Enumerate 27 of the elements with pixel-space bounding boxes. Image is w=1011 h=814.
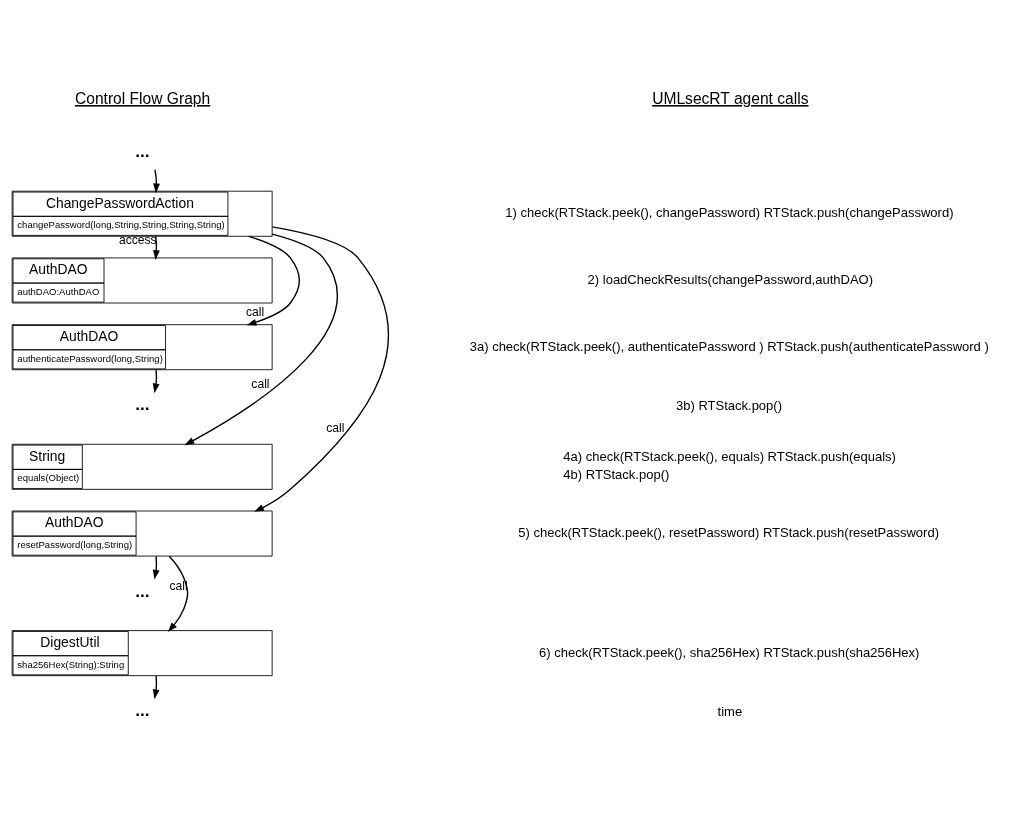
label: 4b) RTStack.pop() (563, 466, 670, 482)
edge-label: call (169, 579, 188, 594)
arrow (246, 235, 301, 326)
label: 3b) RTStack.pop() (676, 398, 782, 414)
node-text: ... (135, 394, 150, 415)
label: 5) check(RTStack.peek(), resetPassword) RTStack.push(resetPassword) (518, 525, 939, 540)
arrow (152, 369, 160, 394)
label: 2) loadCheckResults(changePassword,authDAO) (587, 271, 874, 287)
edge-label: call (246, 304, 265, 319)
node-text: ... (135, 580, 150, 601)
label: UMLsecRT agent calls (652, 90, 809, 108)
node-text: ... (135, 700, 150, 721)
label: 6) check(RTStack.peek(), sha256Hex) RTStack.push(sha256Hex) (539, 644, 920, 660)
label: 4a) check(RTStack.peek(), equals) RTStack.push(equals) (563, 448, 896, 464)
arrow (152, 675, 160, 700)
label: 1) check(RTStack.peek(), changePassword) RTStack.push(changePassword) (505, 205, 954, 221)
arrow (152, 555, 160, 580)
arrow (167, 555, 189, 632)
arrow (153, 169, 160, 194)
edge-label: call (251, 377, 270, 392)
arrow (254, 226, 390, 512)
label: time (717, 704, 743, 720)
edge-label: call (326, 420, 345, 435)
node-text: ... (135, 141, 150, 162)
arrow (184, 233, 338, 446)
label: 3a) check(RTStack.peek(), authenticatePassword ) RTStack.push(authenticatePassword ) (469, 338, 989, 354)
label: Control Flow Graph (74, 90, 211, 108)
